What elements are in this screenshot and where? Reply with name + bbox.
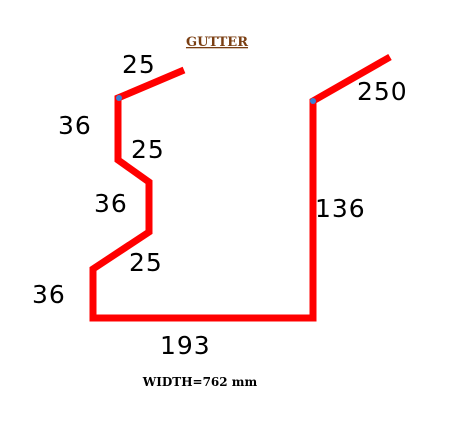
left-flange-corner-marker xyxy=(116,95,122,101)
dim-right-riser: 136 xyxy=(315,194,366,223)
dim-left-lower-riser: 36 xyxy=(32,280,66,309)
right-flange-corner-marker xyxy=(310,98,316,104)
dim-left-upper-riser: 36 xyxy=(58,111,92,140)
dim-left-lower-step: 25 xyxy=(129,248,163,277)
dim-left-middle-riser: 36 xyxy=(94,189,128,218)
dim-left-top-flange: 25 xyxy=(122,50,156,79)
total-width-label: WIDTH=762 mm xyxy=(142,375,258,389)
gutter-profile-outline xyxy=(89,53,392,322)
dim-base: 193 xyxy=(160,331,211,360)
diagram-title: GUTTER xyxy=(186,35,248,50)
dim-right-top-flange: 250 xyxy=(357,77,408,106)
dim-left-upper-step: 25 xyxy=(131,135,165,164)
